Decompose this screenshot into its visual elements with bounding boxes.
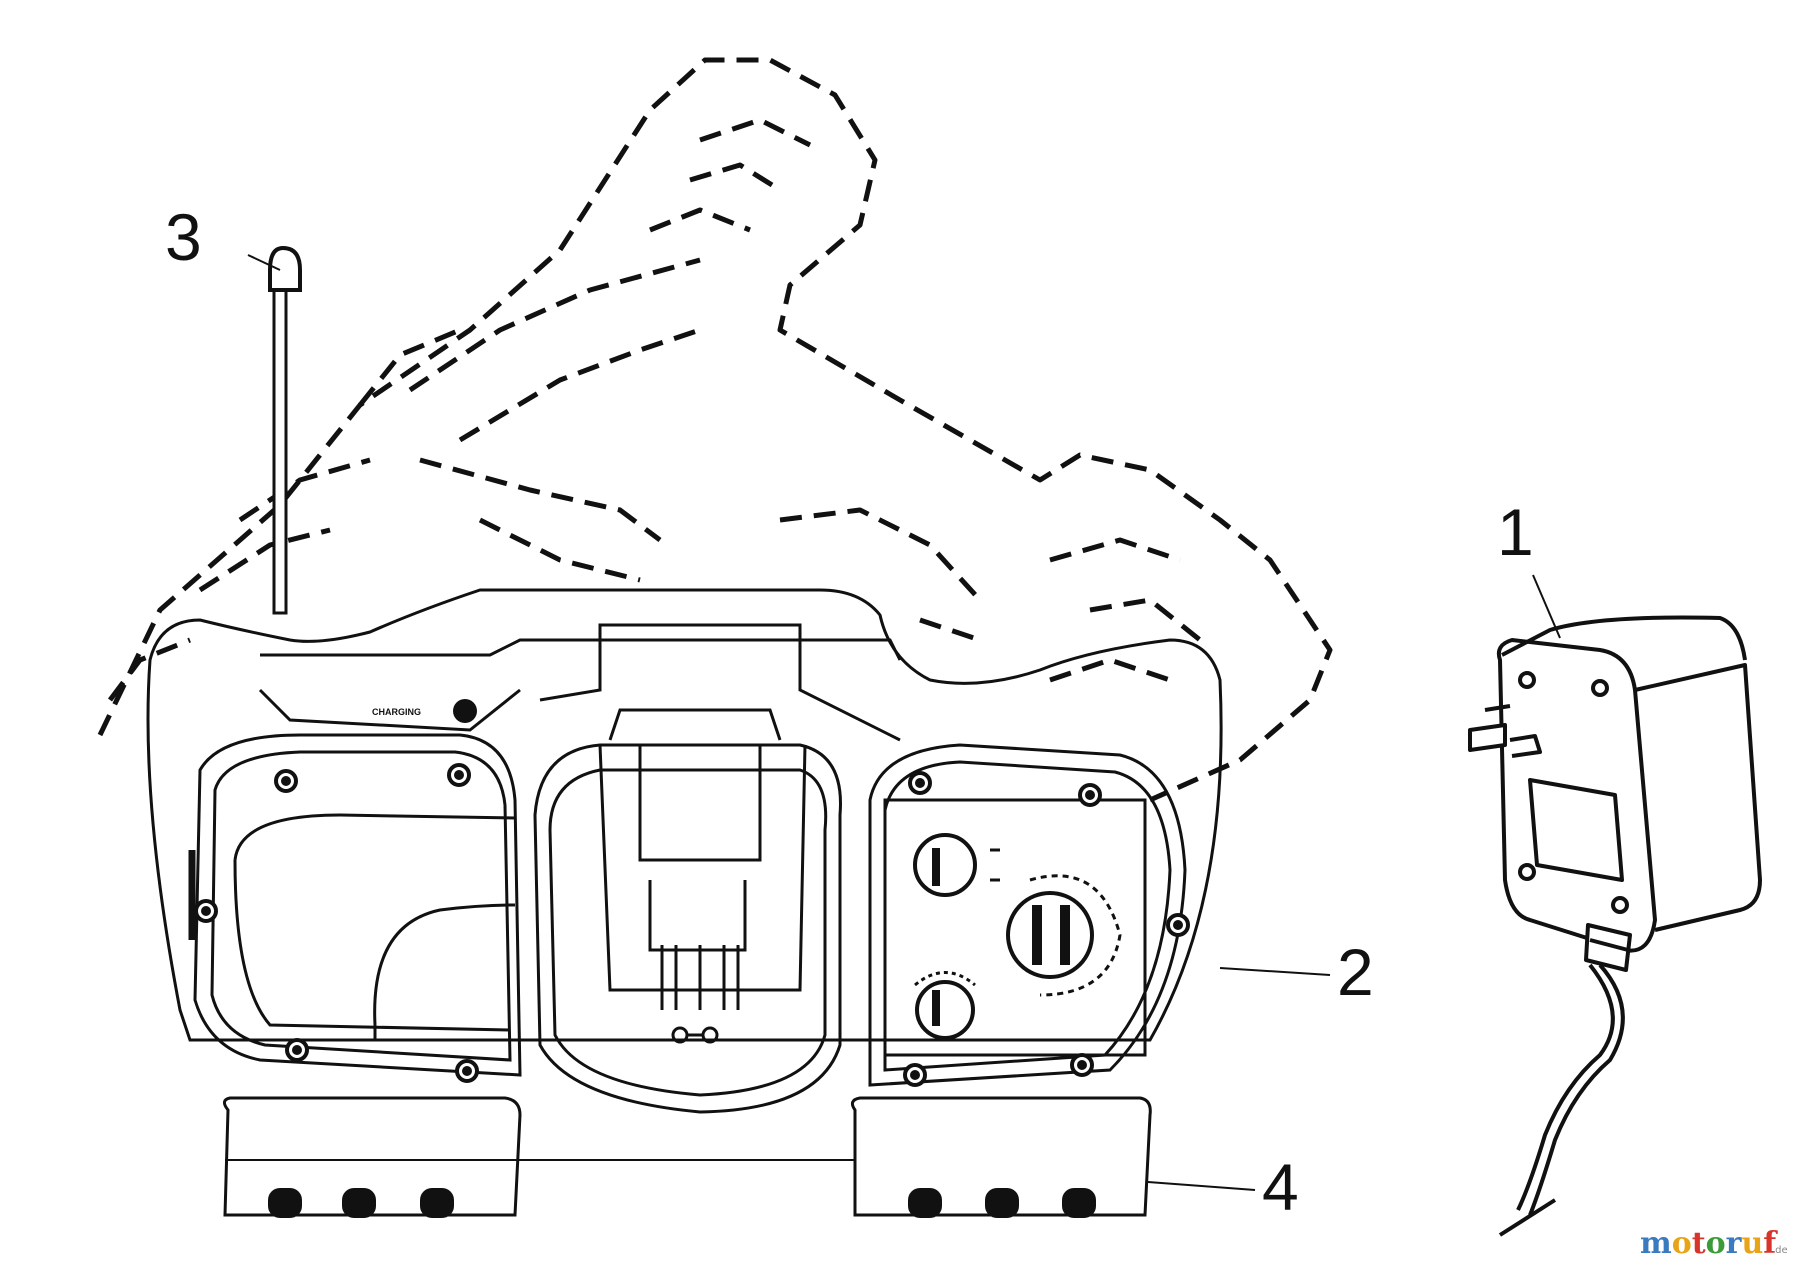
watermark-suffix: .de [1772, 1245, 1788, 1256]
watermark-letter: o [1706, 1226, 1726, 1261]
callout-labels: 1 2 3 4 [165, 200, 1534, 1224]
watermark: motoruf .de [1640, 1226, 1788, 1261]
drill-outline-dashed [97, 57, 1333, 803]
callout-2: 2 [1337, 935, 1374, 1009]
leader-lines [247, 254, 1561, 1191]
leader-line-4 [1147, 1181, 1256, 1191]
charging-indicator: CHARGING [372, 699, 477, 723]
ac-adapter [1468, 615, 1762, 1237]
watermark-letter: r [1726, 1226, 1743, 1261]
left-speaker-panel [188, 733, 522, 1077]
callout-1: 1 [1497, 495, 1534, 569]
right-control-panel [868, 743, 1187, 1087]
callout-3: 3 [165, 200, 202, 274]
leader-line-1 [1532, 574, 1561, 639]
bottom-feet [223, 1096, 1152, 1218]
tuning-knob [1006, 874, 1122, 997]
watermark-letter: u [1741, 1226, 1763, 1261]
charging-led [453, 699, 477, 723]
radio-charger-body [146, 588, 1223, 1042]
band-selector-knob [913, 833, 1000, 897]
volume-knob [914, 971, 976, 1040]
watermark-letter: m [1640, 1226, 1672, 1261]
watermark-letter: o [1672, 1226, 1692, 1261]
antenna [268, 245, 302, 615]
leader-line-3 [247, 254, 281, 271]
leader-line-2 [1219, 967, 1331, 976]
callout-4: 4 [1262, 1150, 1299, 1224]
watermark-letter: f [1763, 1226, 1778, 1261]
watermark-letter: t [1692, 1226, 1706, 1261]
charging-label: CHARGING [372, 707, 421, 717]
left-panel-screws [194, 763, 479, 1083]
battery-bay [533, 708, 842, 1114]
watermark-logo: motoruf [1640, 1226, 1778, 1261]
right-panel-screws [903, 771, 1190, 1087]
